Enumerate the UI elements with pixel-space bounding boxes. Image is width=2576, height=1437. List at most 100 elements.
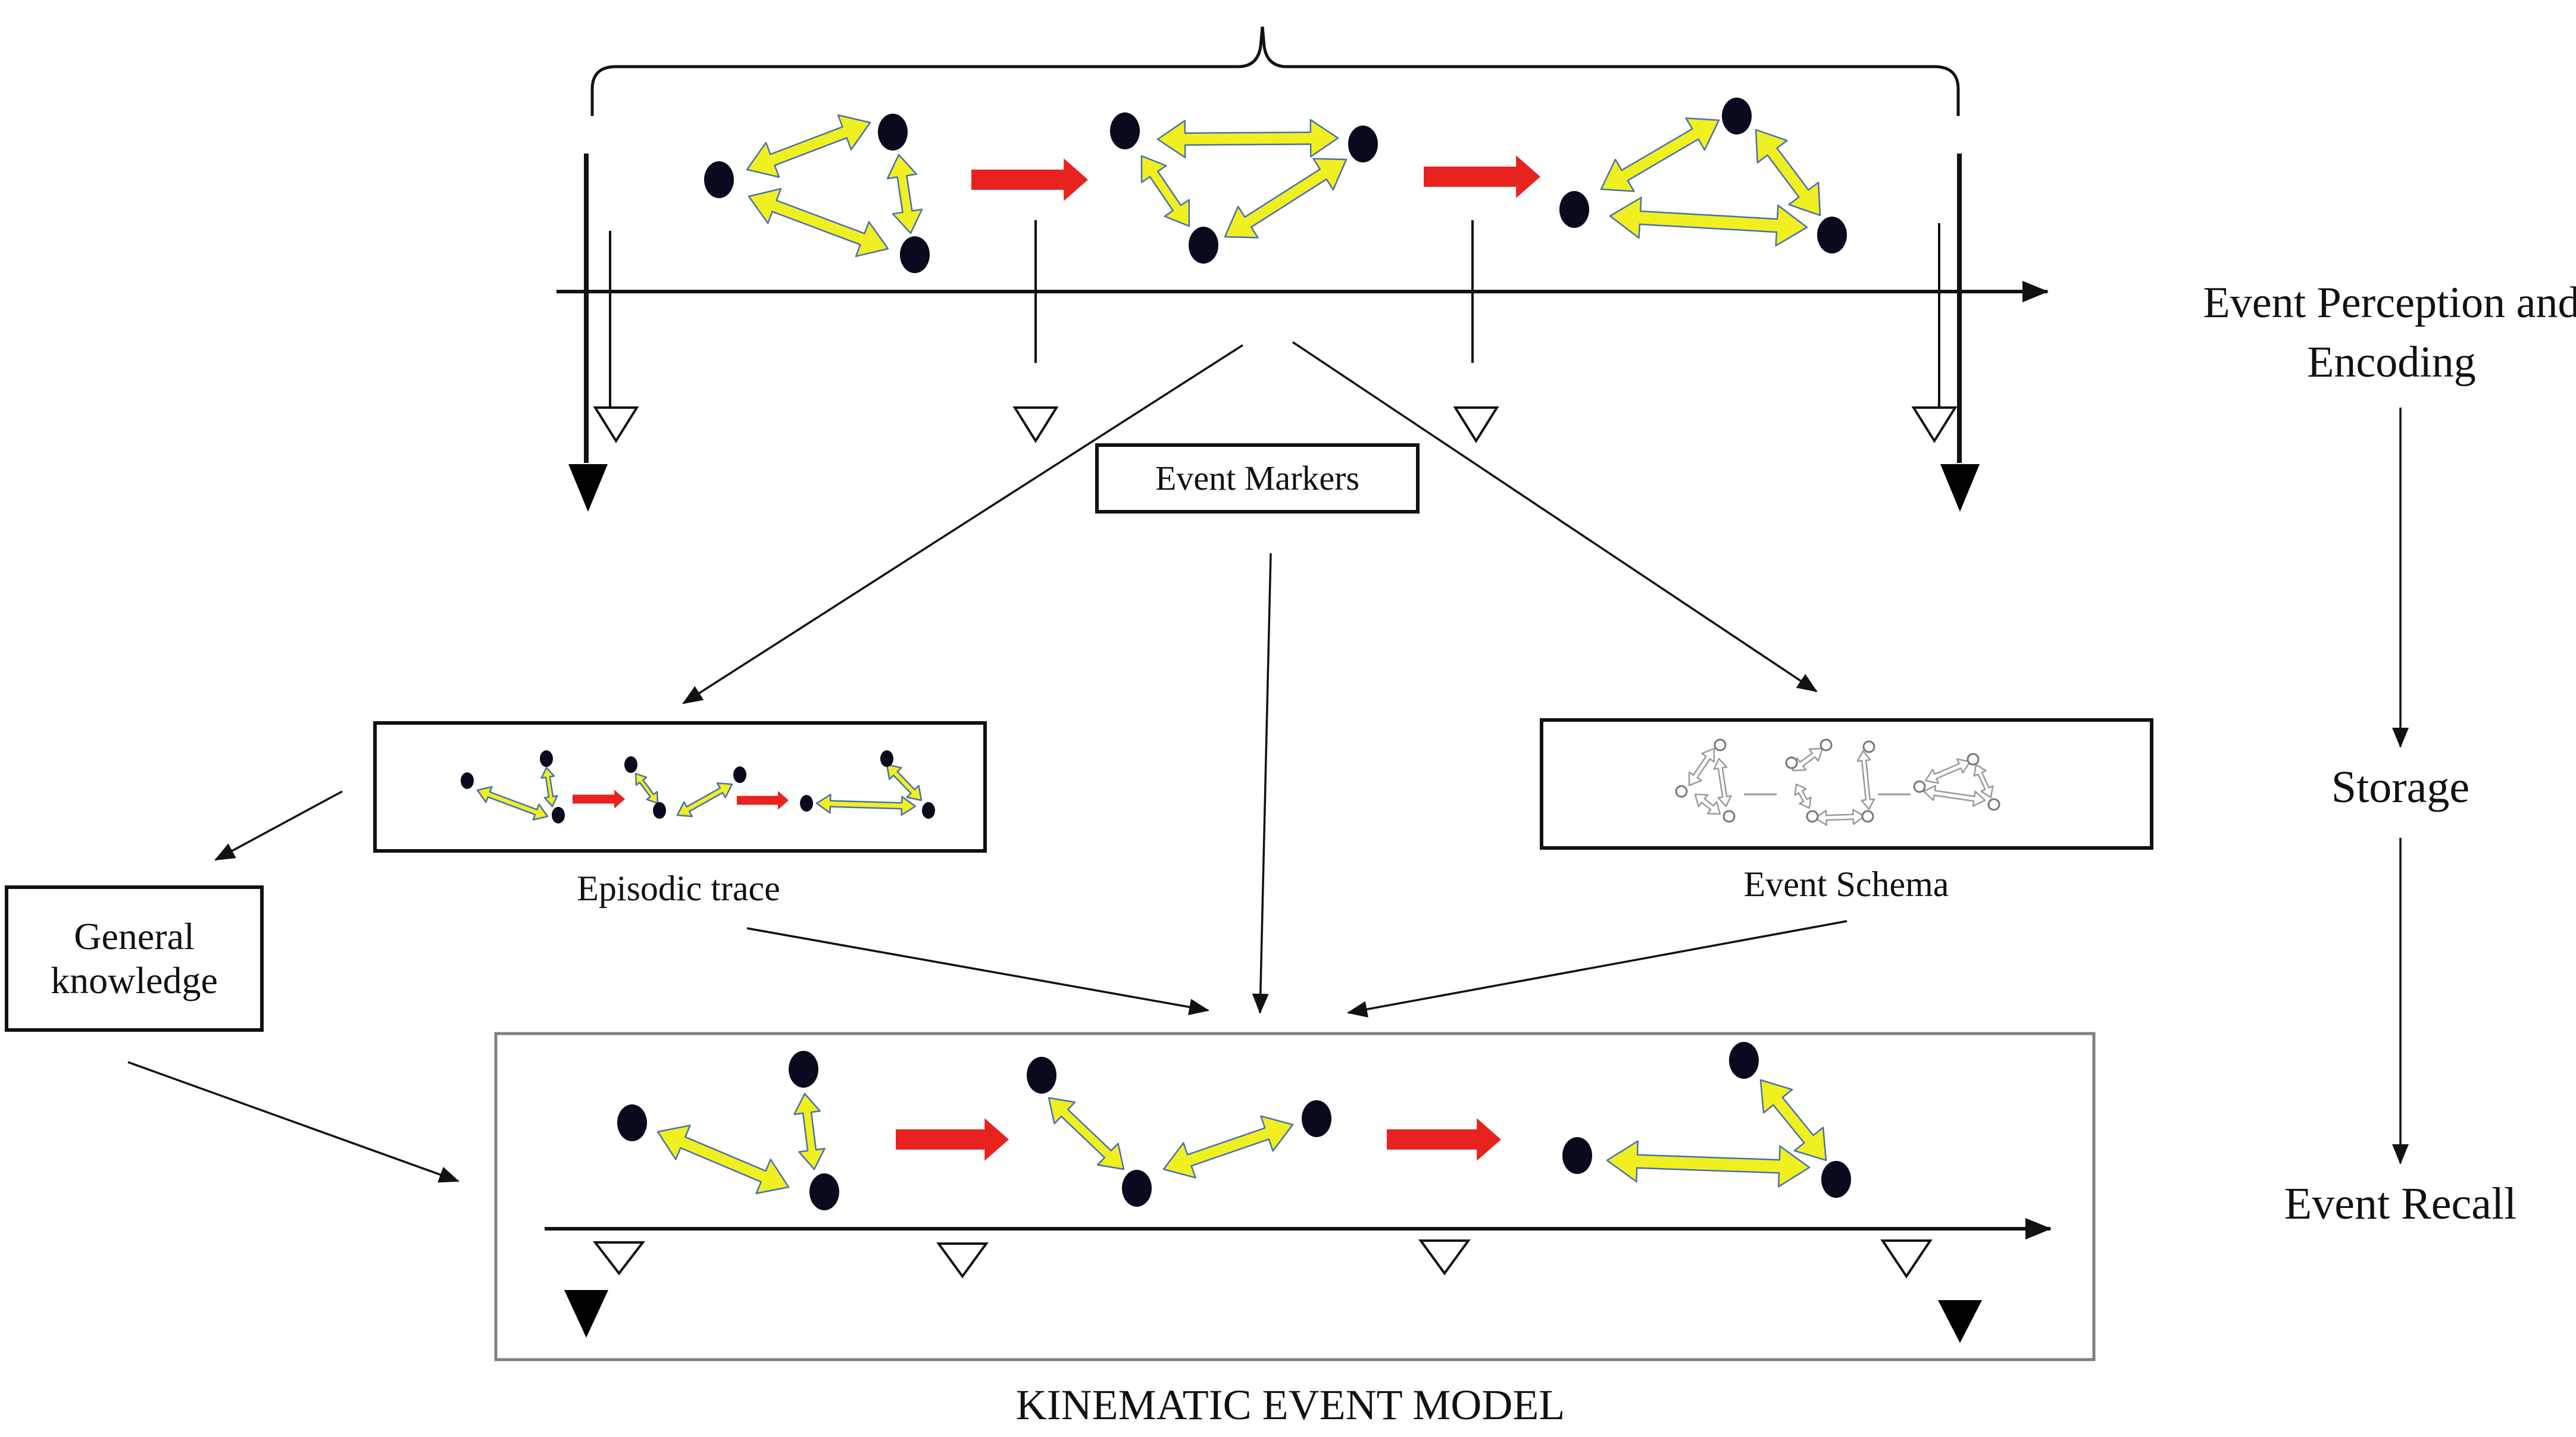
object-dot	[540, 750, 553, 767]
object-dot	[461, 772, 474, 789]
object-dot	[552, 807, 565, 824]
object-dot	[1027, 1057, 1056, 1094]
transition-arrow-icon	[1387, 1118, 1501, 1161]
change-marker-icon	[1880, 1239, 1933, 1279]
object-dot	[653, 802, 666, 819]
schema-object-icon	[1913, 780, 1926, 793]
relation-arrow-icon	[1794, 783, 1812, 809]
object-dot	[1189, 227, 1218, 264]
event-scenes	[461, 98, 2000, 1343]
arrow-to-episodic-trace	[682, 344, 1243, 705]
object-dot	[1562, 1137, 1592, 1174]
change-marker-icon	[1453, 406, 1499, 443]
event-markers-box: Event Markers	[1095, 443, 1420, 514]
object-dot	[922, 802, 935, 819]
object-dot	[1122, 1170, 1152, 1207]
object-dot	[800, 795, 813, 812]
relation-arrow-icon	[886, 763, 923, 802]
change-marker-icon	[1418, 1239, 1471, 1276]
boundary-marker-icon	[1938, 1300, 1982, 1343]
transition-arrow-icon	[896, 1118, 1009, 1161]
episodic-trace-box	[373, 721, 987, 853]
episodic-trace-label: Episodic trace	[577, 869, 780, 908]
object-dot	[878, 114, 908, 151]
kinematic-model-box	[494, 1032, 2096, 1361]
object-dot	[733, 766, 746, 783]
schema-object-icon	[1820, 738, 1833, 752]
stage-storage-label: Storage	[2331, 762, 2470, 812]
arrow-trace-to-model	[746, 927, 1209, 1016]
change-marker-icon	[593, 406, 639, 443]
relation-arrow-icon	[748, 187, 889, 258]
relation-arrow-icon	[676, 782, 733, 818]
schema-object-icon	[1722, 810, 1736, 823]
stage-perception-label: Event Perception and Encoding	[2203, 278, 2576, 387]
schema-object-icon	[1967, 753, 1980, 766]
relation-arrow-icon	[1755, 129, 1821, 217]
object-dot	[789, 1051, 818, 1088]
relation-arrow-icon	[793, 1092, 826, 1170]
schema-object-icon	[1675, 785, 1688, 798]
change-marker-icon	[592, 1241, 646, 1276]
object-dot	[1348, 126, 1378, 162]
schema-object-icon	[1806, 810, 1819, 823]
change-marker-icon	[936, 1242, 989, 1279]
relation-arrow-icon	[476, 785, 549, 821]
object-dot	[704, 161, 734, 198]
boundary-marker-icon	[568, 464, 608, 512]
kinematic-event-model-label: KINEMATIC EVENT MODEL	[1015, 1381, 1565, 1429]
relation-arrow-icon	[1973, 763, 1994, 799]
object-dot	[1817, 217, 1847, 253]
relation-arrow-icon	[746, 114, 871, 178]
object-dot	[1729, 1042, 1759, 1079]
transition-arrow-icon	[573, 790, 625, 809]
schema-object-icon	[1862, 740, 1875, 753]
arrow-schema-to-model	[1347, 920, 1847, 1018]
stage-recall-label: Event Recall	[2284, 1179, 2517, 1229]
schema-object-icon	[1987, 798, 2000, 811]
arrow-knowledge-to-model	[127, 1061, 459, 1183]
top-brace	[590, 26, 1960, 116]
boundary-marker-icon	[1940, 464, 1980, 512]
relation-arrow-icon	[656, 1125, 790, 1194]
object-dot	[880, 750, 893, 767]
relation-arrow-icon	[1606, 1140, 1811, 1188]
object-dot	[1302, 1100, 1331, 1137]
relation-arrow-icon	[815, 793, 917, 816]
transition-arrow-icon	[971, 158, 1088, 201]
boundary-marker-icon	[564, 1290, 608, 1338]
schema-object-icon	[1861, 810, 1874, 823]
object-dot	[1821, 1161, 1851, 1198]
relation-arrow-icon	[1922, 785, 1986, 807]
transition-arrow-icon	[1424, 155, 1540, 198]
relation-arrow-icon	[1162, 1115, 1294, 1179]
arrow-to-event-schema	[1292, 341, 1818, 693]
change-marker-icon	[1911, 406, 1958, 443]
schema-object-icon	[1785, 756, 1798, 769]
transition-arrow-icon	[737, 791, 789, 810]
relation-arrow-icon	[1856, 750, 1875, 810]
event-markers-label: Event Markers	[1155, 458, 1360, 497]
schema-object-icon	[1714, 738, 1727, 752]
relation-arrow-icon	[1759, 1079, 1827, 1162]
relation-arrow-icon	[886, 154, 923, 234]
object-dot	[617, 1104, 647, 1141]
general-knowledge-label: General knowledge	[51, 915, 218, 1001]
object-dot	[809, 1173, 839, 1210]
relation-arrow-icon	[1140, 155, 1190, 227]
arrow-trace-to-knowledge	[214, 790, 343, 861]
change-marker-icon	[1012, 406, 1059, 443]
relation-arrow-icon	[1694, 793, 1721, 815]
relation-arrow-icon	[1048, 1097, 1125, 1170]
relation-arrow-icon	[1156, 119, 1339, 158]
relation-arrow-icon	[1713, 757, 1732, 807]
relation-arrow-icon	[1224, 158, 1348, 239]
event-schema-box	[1540, 718, 2153, 850]
relation-arrow-icon	[1600, 117, 1720, 192]
arrow-markers-to-model	[1252, 553, 1272, 1014]
object-dot	[624, 756, 637, 773]
general-knowledge-box: General knowledge	[5, 885, 264, 1032]
event-schema-label: Event Schema	[1743, 865, 1949, 904]
